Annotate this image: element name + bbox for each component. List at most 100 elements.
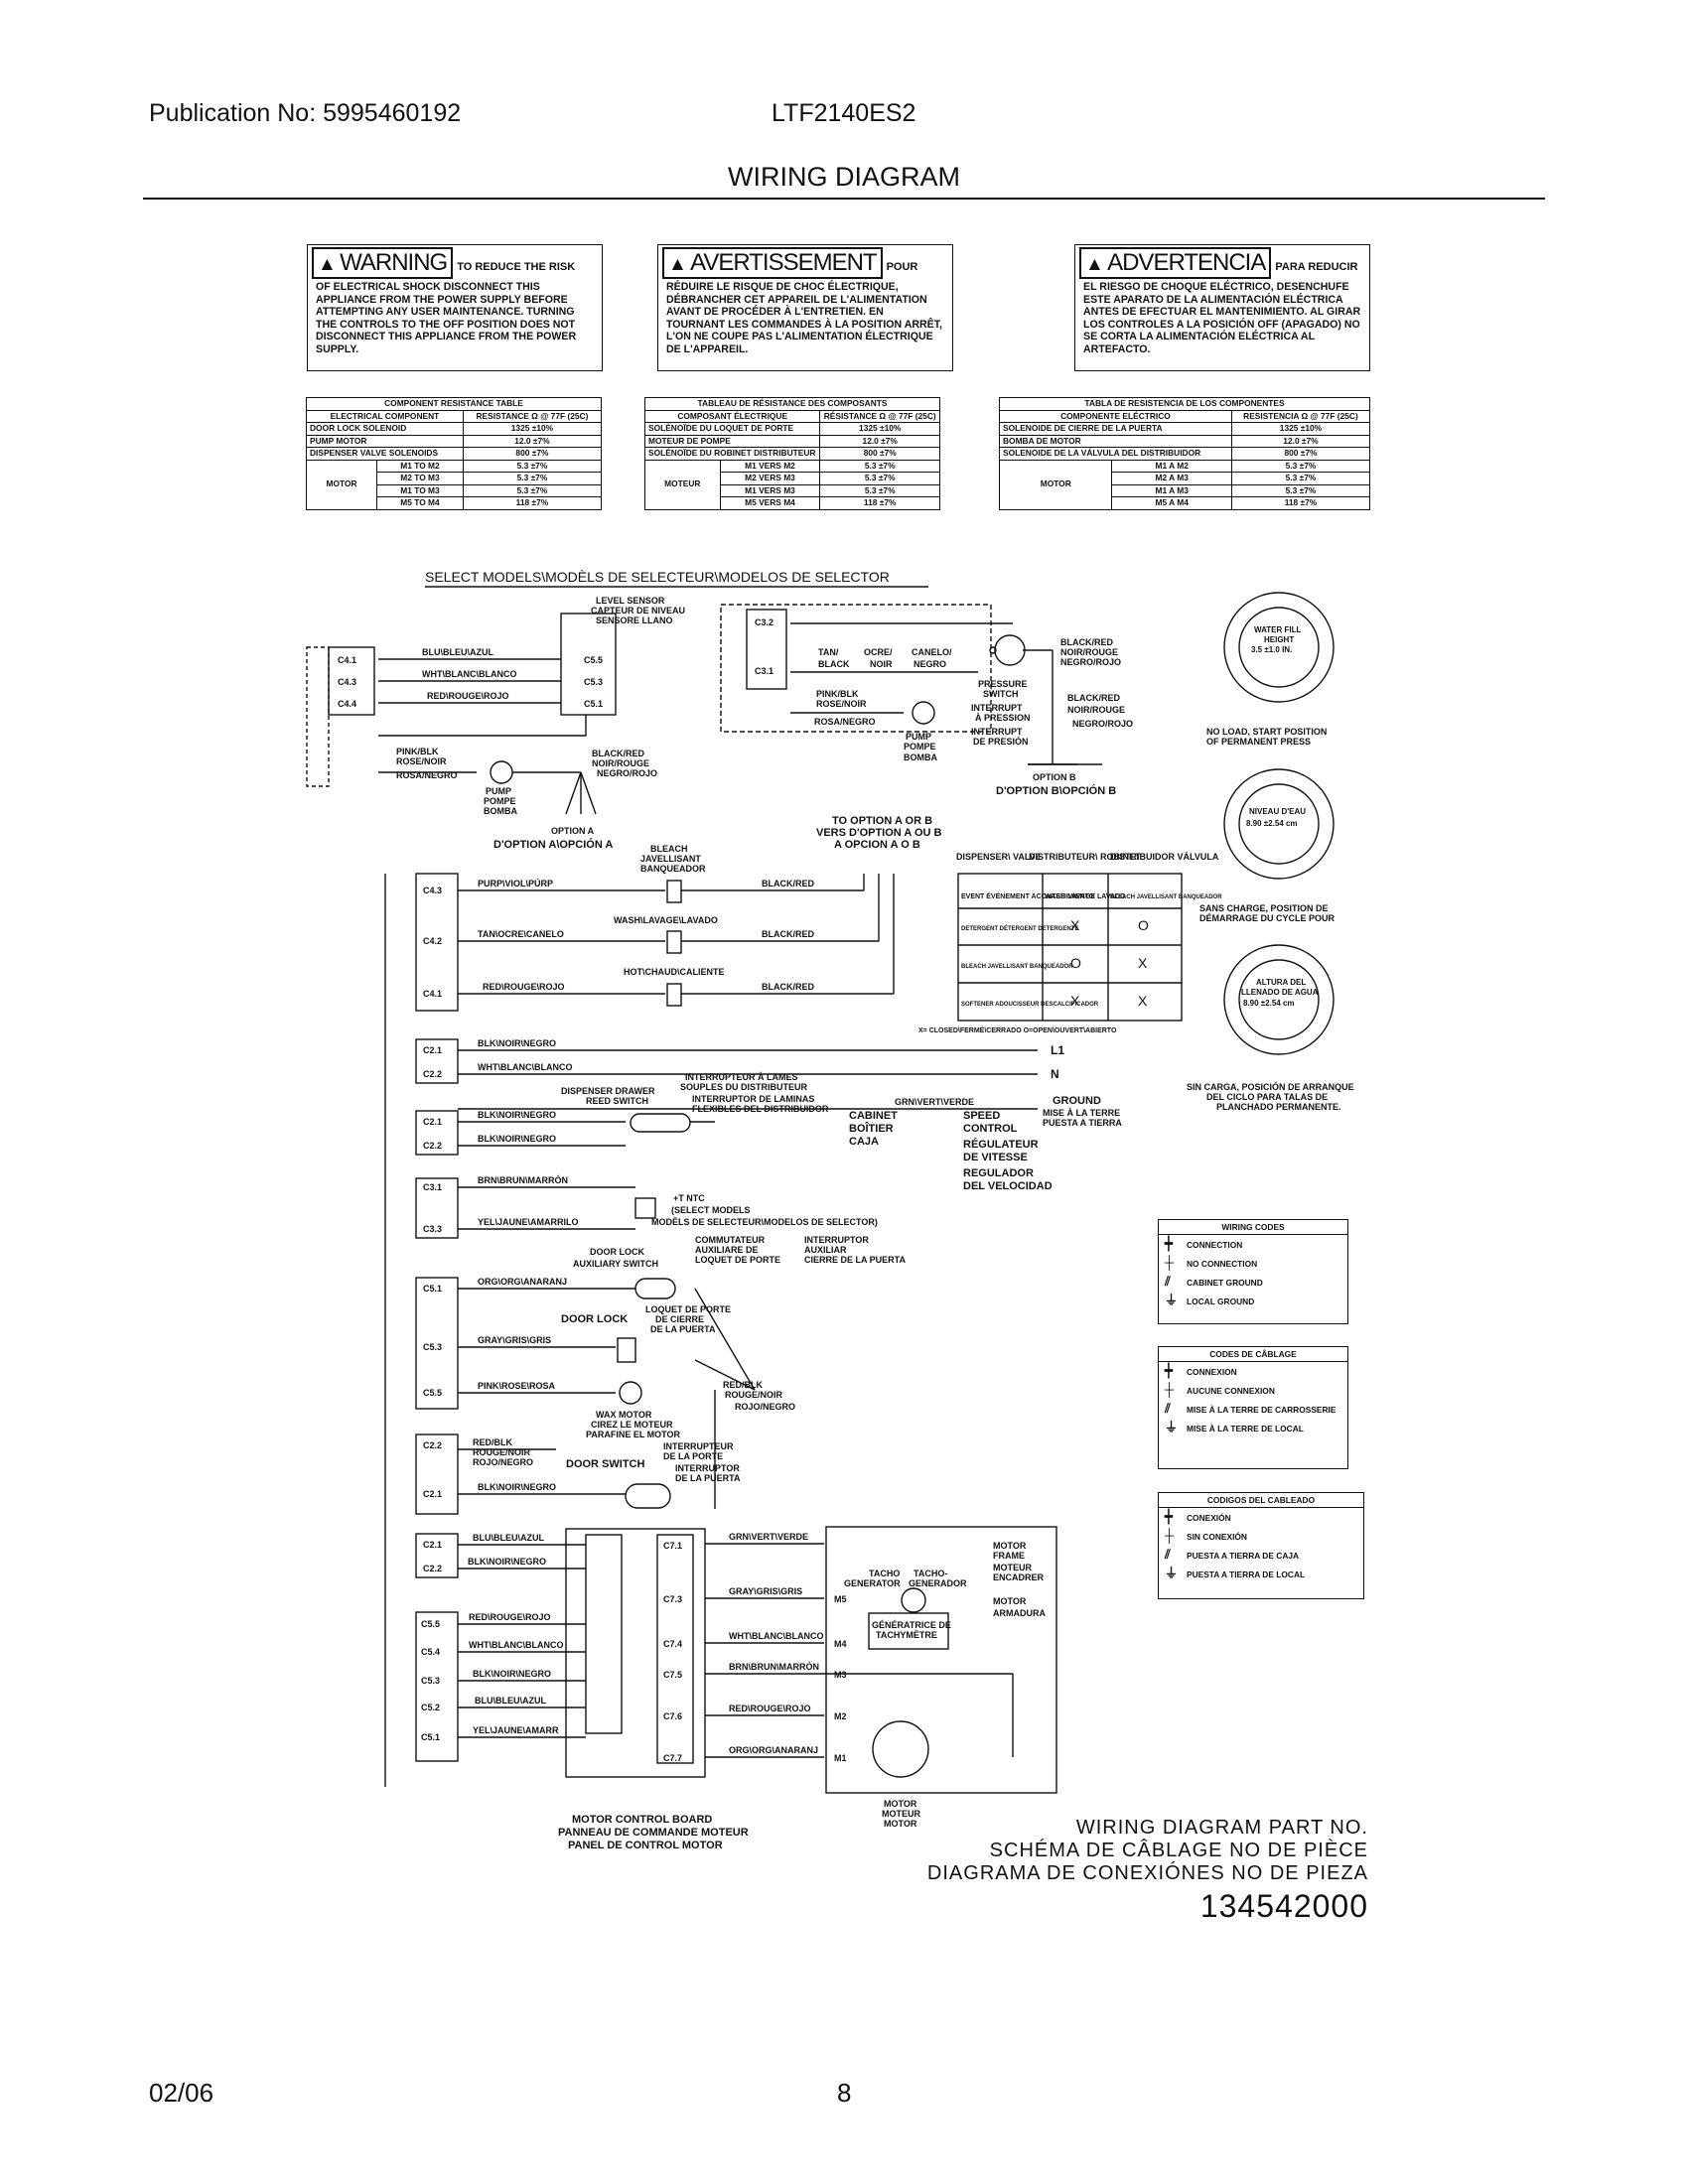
part-number-label-es: DIAGRAMA DE CONEXIÓNES NO DE PIEZA — [926, 1862, 1368, 1884]
pin-label: C2.1 — [423, 1540, 442, 1550]
event-table-top: DISPENSER\ VALVE — [956, 852, 1042, 862]
wire-label: BRN\BRUN\MARRÓN — [478, 1174, 568, 1185]
header-rule — [143, 198, 1545, 200]
black-red-label: NEGRO/ROJO — [597, 768, 657, 778]
gauge-caption: DÉMARRAGE DU CYCLE POUR — [1199, 913, 1336, 923]
pin-label: C4.4 — [338, 699, 356, 709]
tacho-label: GENERATOR — [844, 1578, 901, 1588]
bleach-label: BLEACH — [650, 844, 688, 854]
ground-label-fr: MISE À LA TERRE — [1043, 1108, 1120, 1118]
wire-label: TAN\OCRE\CANELO — [478, 929, 564, 939]
pin-label: C5.5 — [423, 1388, 442, 1398]
wire-label: BLACK/RED — [762, 982, 814, 992]
wire-label: BLACK/RED — [762, 929, 814, 939]
pin-label: C5.5 — [584, 655, 603, 665]
pin-label: C7.3 — [663, 1594, 682, 1604]
code-label: MISE À LA TERRE DE LOCAL — [1187, 1424, 1304, 1433]
pink-wire-label: ROSA/NEGRO — [396, 770, 458, 780]
motor-control-board-label: PANNEAU DE COMMANDE MOTEUR — [558, 1827, 749, 1839]
code-label: CONNEXION — [1187, 1367, 1237, 1377]
wire-label: PURP\VIOL\PÚRP — [478, 878, 553, 888]
code-item: ┼AUCUNE CONNEXION — [1159, 1381, 1347, 1400]
cabinet-ground-icon: ⫽ — [1165, 1547, 1171, 1562]
local-ground-icon: ⏚ — [1165, 1293, 1179, 1307]
to-option-label: A OPCION A O B — [834, 839, 920, 851]
codes-title: CODIGOS DEL CABLEADO — [1159, 1493, 1363, 1508]
wire-label: GRAY\GRIS\GRIS — [729, 1586, 802, 1596]
wax-motor-label: CIREZ LE MOTEUR — [591, 1420, 673, 1430]
table-cell: 118 ±7% — [462, 496, 603, 510]
wire-label: PINK/BLK — [816, 689, 859, 699]
wire-label: BLACK — [818, 659, 850, 669]
wash-label: WASH\LAVAGE\LAVADO — [614, 915, 718, 925]
black-red-label: NOIR/ROUGE — [1060, 647, 1118, 657]
wire-label: ROJO/NEGRO — [473, 1457, 533, 1467]
code-label: SIN CONEXIÓN — [1187, 1532, 1247, 1542]
tacho-label: TACHO- — [914, 1569, 947, 1578]
code-label: PUESTA A TIERRA DE CAJA — [1187, 1551, 1300, 1561]
pump-label: POMPE — [484, 796, 516, 806]
to-option-label: VERS D'OPTION A OU B — [816, 827, 942, 839]
pin-label: C7.4 — [663, 1639, 682, 1649]
select-models-label: SELECT MODELS\MODÈLS DE SELECTEUR\MODELO… — [425, 569, 890, 585]
speed-control-label: CONTROL — [963, 1123, 1018, 1135]
ground-label: GROUND — [1053, 1095, 1101, 1107]
motor-terminal: M4 — [834, 1639, 847, 1649]
page-title: WIRING DIAGRAM — [728, 162, 960, 192]
pin-label: C5.4 — [421, 1647, 440, 1657]
pin-label: C7.1 — [663, 1541, 682, 1551]
event-table-cell: SOFTENER ADOUCISSEUR DESCALCIFICADOR — [961, 1002, 1099, 1008]
red-blk-label: RED/BLK — [723, 1380, 763, 1390]
motor-frame-label: MOTEUR — [993, 1563, 1032, 1572]
warning-text: EL RIESGO DE CHOQUE ELÉCTRICO, DESENCHUF… — [1083, 281, 1361, 355]
ground-label-es: PUESTA A TIERRA — [1043, 1118, 1122, 1128]
code-label: CONNECTION — [1187, 1240, 1243, 1250]
code-item: ┿CONNEXION — [1159, 1362, 1347, 1381]
event-table-header: BLEACH JAVELLISANT BANQUEADOR — [1110, 894, 1222, 900]
pressure-switch-label: DE PRESIÓN — [973, 736, 1029, 747]
speed-control-label: DE VITESSE — [963, 1152, 1028, 1163]
warning-title: AVERTISSEMENT — [662, 247, 883, 279]
table-cell: 118 ±7% — [1230, 496, 1371, 510]
generatrice-label: GÉNÉRATRICE DE — [872, 1620, 951, 1630]
wax-motor-label: PARAFINE EL MOTOR — [586, 1430, 681, 1439]
wire-label: BLACK/RED — [762, 879, 814, 888]
wire-label: OCRE/ — [864, 647, 893, 657]
pin-label: C3.1 — [755, 666, 774, 676]
motor-frame-label: ARMADURA — [993, 1608, 1046, 1618]
wire-label: YEL\JAUNE\AMARRILO — [478, 1217, 579, 1227]
code-label: NO CONNECTION — [1187, 1259, 1258, 1269]
code-item: ⫽ PUESTA A TIERRA DE CAJA — [1159, 1546, 1363, 1565]
no-connection-icon: ┼ — [1165, 1528, 1175, 1543]
wire-label: BLK\NOIR\NEGRO — [478, 1110, 556, 1120]
wire-label: BLK\NOIR\NEGRO — [478, 1134, 556, 1144]
event-table-cell: X — [1070, 993, 1080, 1009]
table-cell: 118 ±7% — [819, 496, 940, 510]
pin-label: C5.3 — [421, 1676, 440, 1686]
event-table-cell: O — [1070, 955, 1081, 971]
wire-label: ROSA/NEGRO — [814, 717, 876, 727]
code-label: CABINET GROUND — [1187, 1278, 1263, 1288]
option-b-label: OPTION B — [1033, 772, 1076, 782]
black-red-label: NOIR/ROUGE — [1067, 705, 1125, 715]
gauge-label: HEIGHT — [1264, 635, 1294, 644]
wire-label: NEGRO — [914, 659, 946, 669]
commutateur-label: LOQUET DE PORTE — [695, 1255, 780, 1265]
wire-label: WHT\BLANC\BLANCO — [422, 669, 516, 679]
pump-label: PUMP — [906, 732, 931, 742]
int-porte-label: DE LA PORTE — [663, 1451, 723, 1461]
code-item: ┼NO CONNECTION — [1159, 1254, 1347, 1273]
cabinet-label: CABINET — [849, 1110, 898, 1122]
wire-label: WHT\BLANC\BLANCO — [729, 1631, 823, 1641]
black-red-label: BLACK/RED — [1067, 693, 1120, 703]
wire-label: YEL\JAUNE\AMARR — [473, 1725, 559, 1735]
code-item: ┼ SIN CONEXIÓN — [1159, 1527, 1363, 1546]
line-l1-label: L1 — [1051, 1043, 1064, 1057]
door-lock-label: DOOR LOCK — [561, 1313, 628, 1325]
pressure-switch-label: À PRESSION — [975, 713, 1031, 723]
loquet-label: DE CIERRE — [655, 1314, 704, 1324]
wire-label: BLK\NOIR\NEGRO — [478, 1482, 556, 1492]
gauge-label: NIVEAU D'EAU — [1249, 807, 1306, 816]
black-red-label: BLACK/RED — [592, 749, 644, 758]
pin-label: C4.1 — [338, 655, 356, 665]
